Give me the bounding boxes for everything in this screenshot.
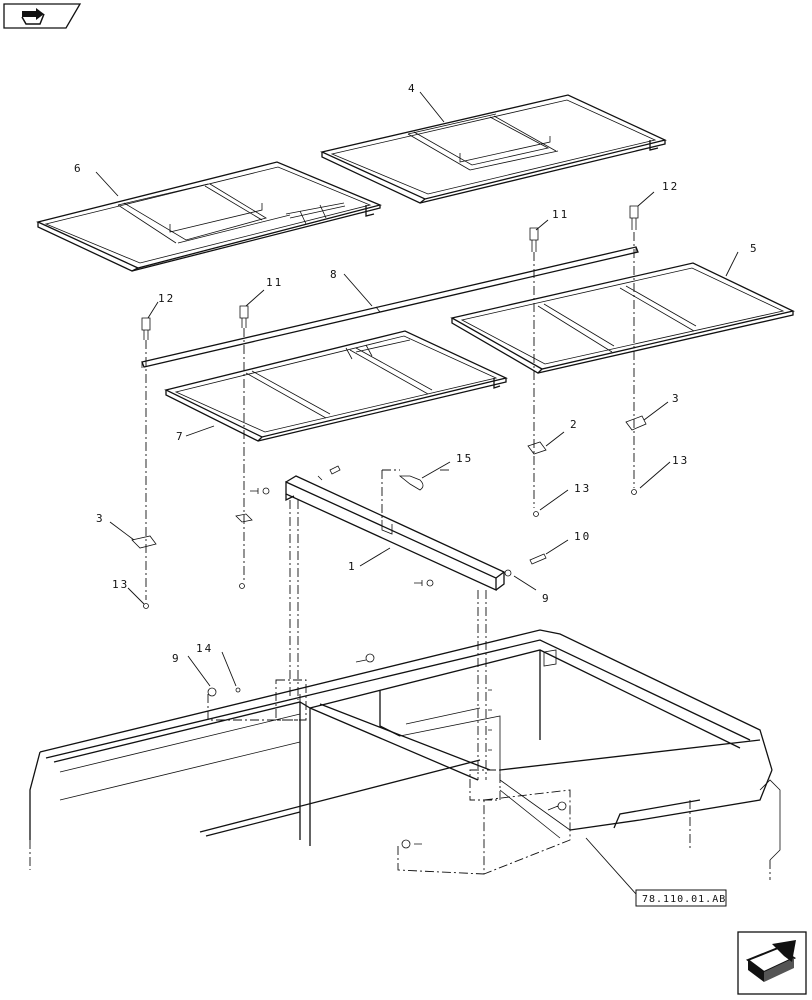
previous-page-icon bbox=[21, 8, 45, 25]
callout-13-middle: 13 bbox=[574, 482, 591, 495]
callout-13-right: 13 bbox=[672, 454, 689, 467]
callout-2: 2 bbox=[570, 418, 579, 431]
callout-3-right: 3 bbox=[672, 392, 681, 405]
callout-9-left: 9 bbox=[172, 652, 181, 665]
cab-frame bbox=[29, 629, 781, 880]
callout-8: 8 bbox=[330, 268, 339, 281]
callout-5: 5 bbox=[750, 242, 759, 255]
callout-6: 6 bbox=[74, 162, 83, 175]
callout-labels: 6 4 5 8 7 12 11 11 12 15 2 3 3 13 13 13 … bbox=[74, 82, 759, 665]
callout-4: 4 bbox=[408, 82, 417, 95]
callout-14: 14 bbox=[196, 642, 213, 655]
part-1-support bbox=[285, 475, 506, 592]
part-7-panel bbox=[164, 330, 508, 442]
callout-12-right: 12 bbox=[662, 180, 679, 193]
callout-7: 7 bbox=[176, 430, 185, 443]
reference-label: 78.110.01.AB bbox=[642, 894, 726, 905]
next-page-icon bbox=[745, 940, 797, 982]
next-page-button[interactable] bbox=[737, 931, 807, 995]
alignment-lines bbox=[145, 232, 635, 875]
callout-15: 15 bbox=[456, 452, 473, 465]
callout-1: 1 bbox=[348, 560, 357, 573]
callout-9-right: 9 bbox=[542, 592, 551, 605]
callout-3-left: 3 bbox=[96, 512, 105, 525]
hardware-fasteners bbox=[131, 205, 647, 849]
part-5-panel bbox=[450, 262, 795, 374]
callout-13-left: 13 bbox=[112, 578, 129, 591]
callout-11-left: 11 bbox=[266, 276, 283, 289]
callout-12-left: 12 bbox=[158, 292, 175, 305]
part-6-panel bbox=[36, 161, 383, 272]
part-8-bar bbox=[141, 246, 639, 368]
part-4-panel bbox=[319, 94, 667, 204]
reference-label-box[interactable]: 78.110.01.AB bbox=[635, 889, 727, 907]
callout-11-right: 11 bbox=[552, 208, 569, 221]
callout-10: 10 bbox=[574, 530, 591, 543]
previous-page-button[interactable] bbox=[3, 3, 82, 29]
leader-lines bbox=[95, 91, 739, 895]
